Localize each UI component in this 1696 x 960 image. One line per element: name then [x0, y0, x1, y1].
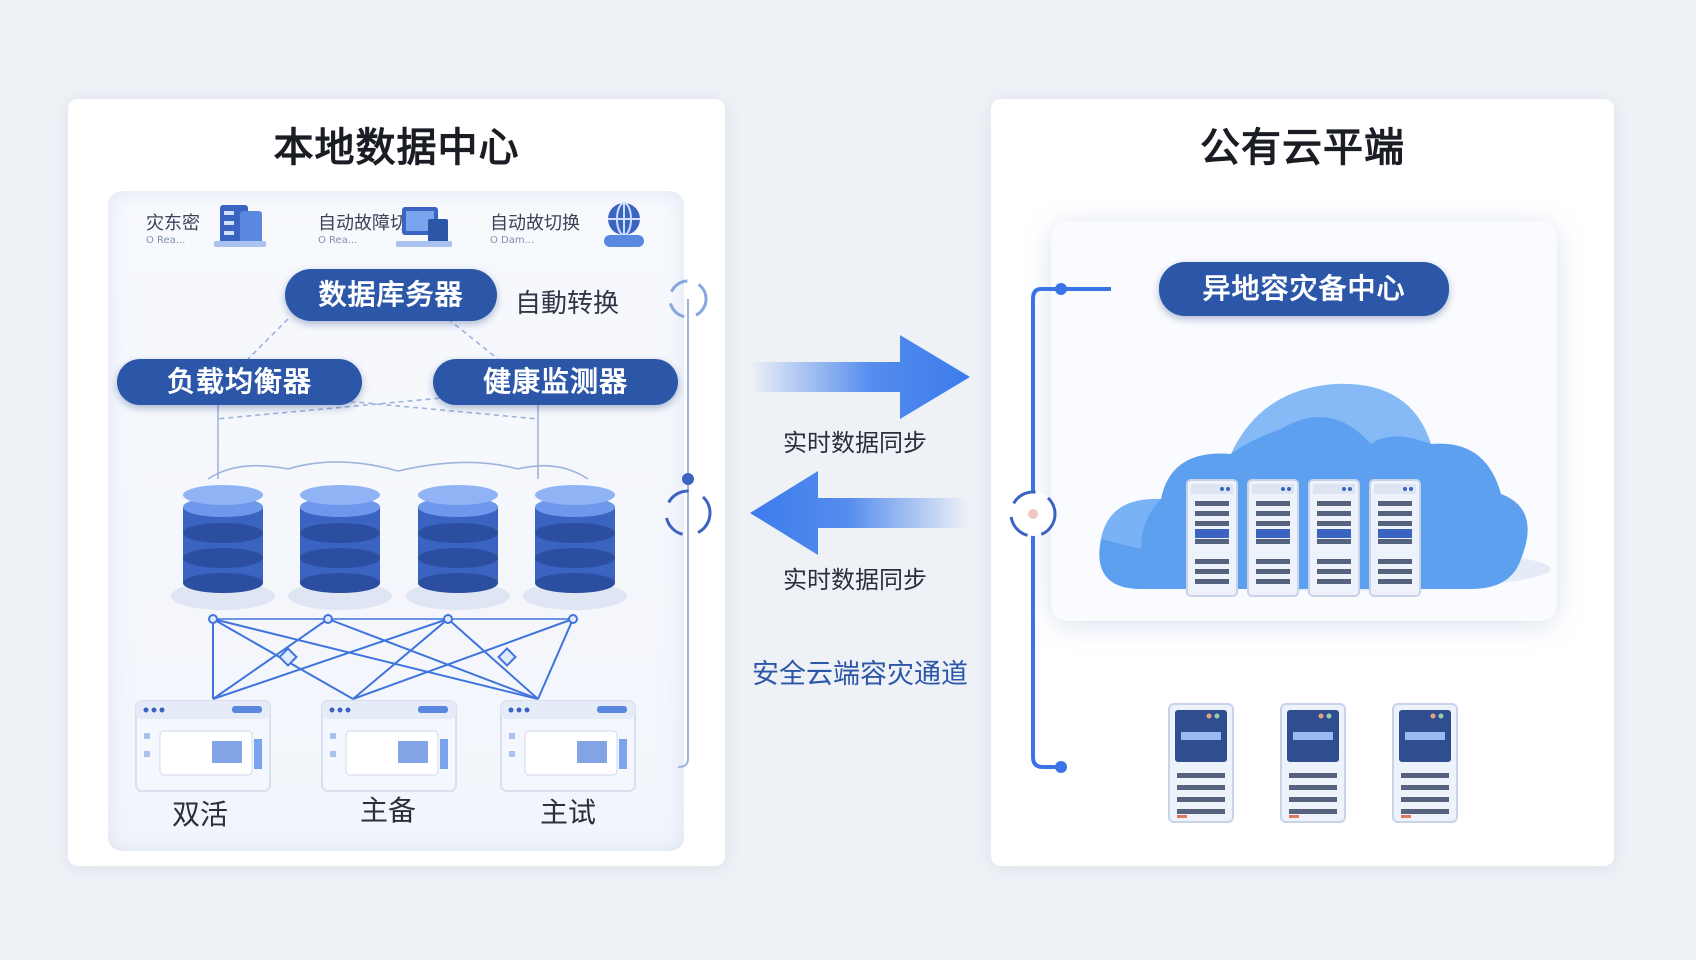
top-item-1-sub: O Rea... [146, 235, 186, 246]
sync-label-bottom: 实时数据同步 [783, 566, 927, 594]
cloud-server-icon [1247, 479, 1299, 597]
remote-dr-center-node: 异地容灾备中心 [1159, 262, 1449, 316]
top-item-3-sub: O Dam... [490, 235, 535, 246]
database-icon [288, 485, 392, 610]
backup-server-icon [1392, 703, 1458, 823]
load-balancer-node: 负载均衡器 [117, 359, 362, 405]
database-server-node: 数据库务器 [285, 269, 497, 321]
local-sync-line [664, 279, 712, 768]
sync-arrow-left [750, 471, 968, 555]
backup-server-icon [1280, 703, 1346, 823]
secure-channel-label: 安全云端容灾通道 [752, 659, 968, 690]
rack-icon [214, 205, 266, 247]
globe-icon [604, 202, 644, 247]
top-item-3-label: 自动故切换 [490, 213, 580, 234]
backup-server-group [1168, 703, 1458, 823]
local-datacenter-panel: 本地数据中心 灾东密 O Rea... 自动故障切护 O Rea... 自动故切… [68, 99, 725, 866]
server-node-icon [135, 700, 271, 792]
local-panel-title: 本地数据中心 [273, 125, 520, 171]
health-monitor-node: 健康监测器 [433, 359, 678, 405]
cloud-server-icon [1369, 479, 1421, 597]
cloud-server-racks [1186, 479, 1421, 597]
mode-label-primary-test: 主试 [540, 796, 597, 829]
server-node-icon [321, 700, 457, 792]
cloud-server-icon [1308, 479, 1360, 597]
server-group [135, 700, 636, 792]
sync-label-top: 实时数据同步 [783, 429, 927, 457]
server-node-icon [500, 700, 636, 792]
cloud-server-icon [1186, 479, 1238, 597]
top-item-2-sub: O Rea... [318, 235, 358, 246]
auto-switch-label: 自動转换 [515, 289, 620, 319]
database-icon [406, 485, 510, 610]
mode-label-primary-standby: 主备 [360, 794, 417, 827]
local-diagram-svg [135, 202, 712, 792]
cloud-diagram-svg [1009, 283, 1551, 823]
database-group [171, 485, 627, 610]
backup-server-icon [1168, 703, 1234, 823]
mode-label-active-active: 双活 [172, 798, 229, 831]
database-icon [171, 485, 275, 610]
sync-arrow-right [750, 335, 970, 419]
public-cloud-panel: 公有云平端 异地容灾备中心 [991, 99, 1614, 866]
top-item-2-label: 自动故障切护 [318, 213, 426, 234]
cloud-panel-title: 公有云平端 [1200, 125, 1405, 171]
top-item-1-label: 灾东密 [146, 213, 200, 234]
monitor-icon [396, 207, 452, 247]
database-icon [523, 485, 627, 610]
